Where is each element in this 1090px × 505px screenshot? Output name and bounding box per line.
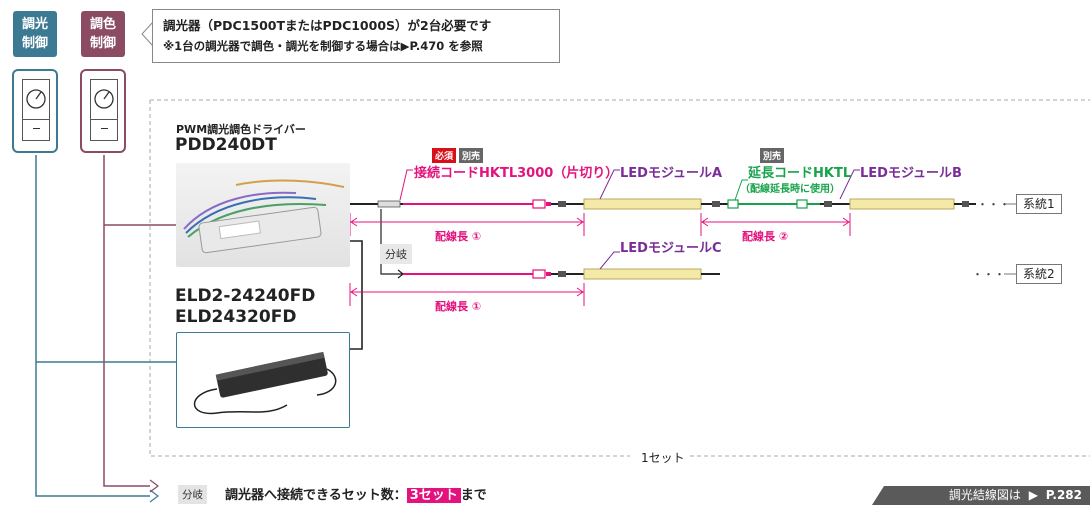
system1-dots: ・・・	[977, 198, 1010, 211]
toning-control-tag: 調色 制御	[81, 11, 125, 57]
led-module-c-bar	[583, 268, 702, 280]
dial-icon	[26, 89, 46, 109]
footer-text: 調光器へ接続できるセット数：3セットまで	[225, 484, 487, 503]
footer-suffix: まで	[460, 488, 487, 503]
footer-highlight: 3セット	[406, 488, 461, 503]
wiring-length-1: 配線長 ①	[435, 230, 482, 243]
ref-page: P.282	[1045, 488, 1082, 502]
one-set-label: 1セット	[638, 449, 688, 466]
dimming-wiring-reference[interactable]: 調光結線図は ▶ P.282	[872, 486, 1090, 505]
toning-line	[103, 155, 150, 487]
dimming-tag-line1: 調光	[21, 17, 48, 32]
branch-label: 分岐	[380, 244, 412, 264]
callout-line2: ※1台の調光器で調色・調光を制御する場合は▶P.470 を参照	[163, 39, 483, 53]
wiring-length-3: 配線長 ①	[435, 300, 482, 313]
led-module-a-bar	[583, 198, 702, 210]
callout-line1: 調光器（PDC1500TまたはPDC1000S）が2台必要です	[163, 18, 492, 33]
led-module-b-bar	[849, 198, 955, 210]
eld-driver-model-1: ELD2-24240FD	[175, 286, 316, 306]
system2-dots: ・・・	[972, 268, 1005, 281]
set-frame	[149, 99, 1090, 457]
ref-arrow-icon: ▶	[1028, 488, 1038, 502]
dimming-line	[35, 155, 150, 497]
eld-driver-photo	[176, 332, 350, 428]
dimming-tag-line2: 制御	[21, 36, 48, 51]
eld-driver-model-2: ELD24320FD	[175, 307, 297, 327]
connect-cord-label: 接続コードHKTL3000（片切り）	[414, 166, 619, 181]
pwm-driver-photo	[176, 163, 350, 267]
toning-tag-line1: 調色	[89, 17, 116, 32]
sold-separately-badge-2: 別売	[760, 148, 785, 163]
pwm-driver-model: PDD240DT	[175, 135, 277, 155]
dial-icon	[94, 89, 114, 109]
eld-illustration	[193, 351, 337, 415]
system2-box: 系統2	[1016, 264, 1062, 284]
wiring-length-2: 配線長 ②	[742, 230, 789, 243]
switch-plate	[22, 79, 50, 141]
extension-note: （配線延長時に使用）	[740, 184, 840, 195]
system1-box: 系統1	[1016, 194, 1062, 214]
ref-text: 調光結線図は	[948, 488, 1021, 502]
module-b-label: LEDモジュールB	[860, 166, 962, 181]
dimming-controller-switch	[12, 69, 58, 153]
extension-cord-label: 延長コードHKTL	[748, 166, 852, 181]
footer-branch-chip: 分岐	[178, 485, 207, 504]
module-a-label: LEDモジュールA	[620, 166, 723, 181]
sold-separately-badge: 別売	[459, 148, 484, 163]
pwm-driver-caption: PWM調光調色ドライバー	[176, 123, 306, 136]
driver-illustration	[183, 179, 345, 254]
toning-tag-line2: 制御	[89, 36, 116, 51]
module-c-label: LEDモジュールC	[620, 241, 722, 256]
callout-box: 調光器（PDC1500TまたはPDC1000S）が2台必要です ※1台の調光器で…	[152, 9, 560, 63]
required-badge: 必須	[432, 148, 457, 163]
callout-pointer	[141, 21, 154, 47]
footer-main-text: 調光器へ接続できるセット数：	[225, 488, 407, 503]
dimming-control-tag: 調光 制御	[13, 11, 57, 57]
toning-controller-switch	[80, 69, 126, 153]
switch-plate	[90, 79, 118, 141]
